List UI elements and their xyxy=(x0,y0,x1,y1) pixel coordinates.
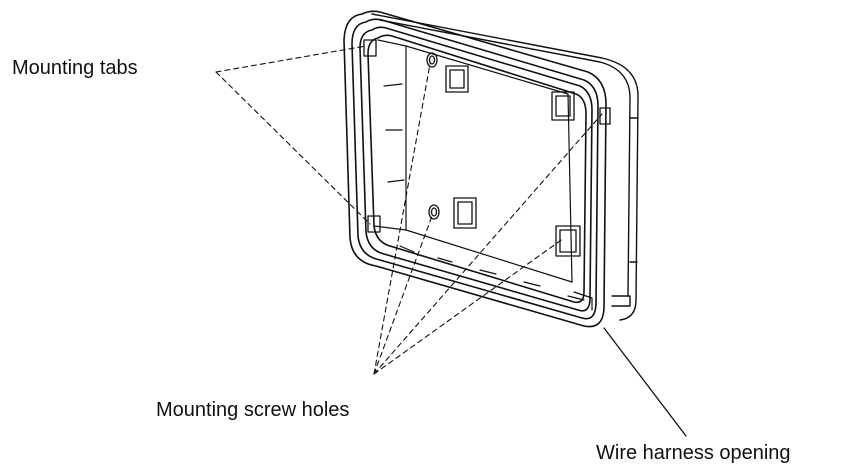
wire-harness-opening-leader xyxy=(603,327,687,437)
screw-hole-markers xyxy=(426,52,440,220)
enclosure-back-shell xyxy=(371,13,639,321)
mounting-tabs-leaders xyxy=(215,45,371,225)
mounting-tabs-label: Mounting tabs xyxy=(12,57,138,79)
mounting-tab-markers xyxy=(363,39,611,233)
wire-harness-opening-label: Wire harness opening xyxy=(596,442,791,464)
enclosure-front-rim xyxy=(343,10,607,328)
mounting-screw-holes-leaders xyxy=(373,63,603,375)
back-wall-cutouts xyxy=(445,65,581,257)
mounting-screw-holes-label: Mounting screw holes xyxy=(156,399,350,421)
